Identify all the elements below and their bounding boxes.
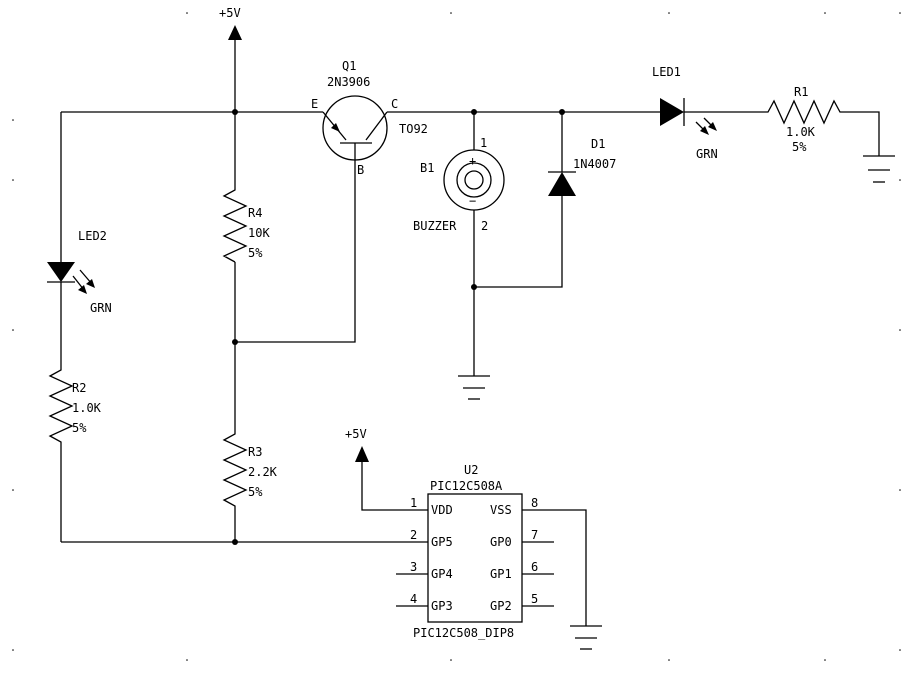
q1-part: 2N3906	[327, 75, 370, 89]
u2-package: PIC12C508_DIP8	[413, 626, 514, 640]
led1: LED1 GRN	[633, 65, 718, 161]
r1-tolerance: 5%	[792, 140, 807, 154]
b1-pin1: 1	[480, 136, 487, 150]
vcc-mid-label: +5V	[345, 427, 367, 441]
resistor-r4: R4 10K 5%	[222, 180, 270, 263]
resistor-r2: R2 1.0K 5%	[48, 360, 102, 448]
resistor-r1: R1 1.0K 5%	[756, 85, 848, 154]
q1-ref: Q1	[342, 59, 356, 73]
led2-color: GRN	[90, 301, 112, 315]
u2-pin-num: 1	[410, 496, 417, 510]
q1-base-label: B	[357, 163, 364, 177]
led2-ref: LED2	[78, 229, 107, 243]
diode-d1: D1 1N4007	[548, 137, 616, 196]
b1-pin2: 2	[481, 219, 488, 233]
u2-pin-name: GP3	[431, 599, 453, 613]
u2-pin-num: 4	[410, 592, 417, 606]
d1-ref: D1	[591, 137, 605, 151]
u2-pin-name: GP1	[490, 567, 512, 581]
ic-u2: U2 PIC12C508A PIC12C508_DIP8 1 VDD 2 GP5…	[410, 463, 538, 640]
b1-ref: B1	[420, 161, 434, 175]
r1-value: 1.0K	[786, 125, 816, 139]
u2-pin-num: 2	[410, 528, 417, 542]
ground-right	[863, 155, 895, 183]
b1-minus: −	[469, 194, 476, 208]
resistor-r3: R3 2.2K 5%	[222, 420, 278, 520]
buzzer-b1: 1 + − B1 BUZZER 2	[413, 136, 505, 233]
r2-ref: R2	[72, 381, 86, 395]
u2-pin-num: 8	[531, 496, 538, 510]
r2-tolerance: 5%	[72, 421, 87, 435]
d1-part: 1N4007	[573, 157, 616, 171]
led1-color: GRN	[696, 147, 718, 161]
vcc-top-symbol: +5V	[219, 6, 242, 40]
q1-package: TO92	[399, 122, 428, 136]
led1-ref: LED1	[652, 65, 681, 79]
q1-emitter-label: E	[311, 97, 318, 111]
u2-pin-name: VDD	[431, 503, 453, 517]
u2-part: PIC12C508A	[430, 479, 503, 493]
r4-value: 10K	[248, 226, 270, 240]
r3-tolerance: 5%	[248, 485, 263, 499]
u2-pin-name: GP5	[431, 535, 453, 549]
u2-ref: U2	[464, 463, 478, 477]
grid-dots	[12, 12, 901, 661]
u2-pin-name: GP0	[490, 535, 512, 549]
wires	[60, 40, 880, 626]
ground-buzzer	[458, 375, 490, 400]
r3-ref: R3	[248, 445, 262, 459]
q1-collector-label: C	[391, 97, 398, 111]
transistor-q1: Q1 2N3906 E C B TO92	[311, 59, 428, 177]
vcc-top-label: +5V	[219, 6, 241, 20]
u2-pin-name: VSS	[490, 503, 512, 517]
u2-pin-name: GP2	[490, 599, 512, 613]
r4-tolerance: 5%	[248, 246, 263, 260]
b1-plus: +	[469, 154, 476, 168]
vcc-mid-symbol: +5V	[345, 427, 369, 462]
r4-ref: R4	[248, 206, 262, 220]
junctions	[232, 109, 565, 545]
b1-name: BUZZER	[413, 219, 457, 233]
u2-pin-num: 5	[531, 592, 538, 606]
u2-pin-num: 3	[410, 560, 417, 574]
r3-value: 2.2K	[248, 465, 278, 479]
r2-value: 1.0K	[72, 401, 102, 415]
u2-pin-num: 7	[531, 528, 538, 542]
ground-ic	[570, 625, 602, 650]
led2: LED2 GRN	[47, 229, 112, 315]
u2-pin-name: GP4	[431, 567, 453, 581]
r1-ref: R1	[794, 85, 808, 99]
u2-pin-num: 6	[531, 560, 538, 574]
